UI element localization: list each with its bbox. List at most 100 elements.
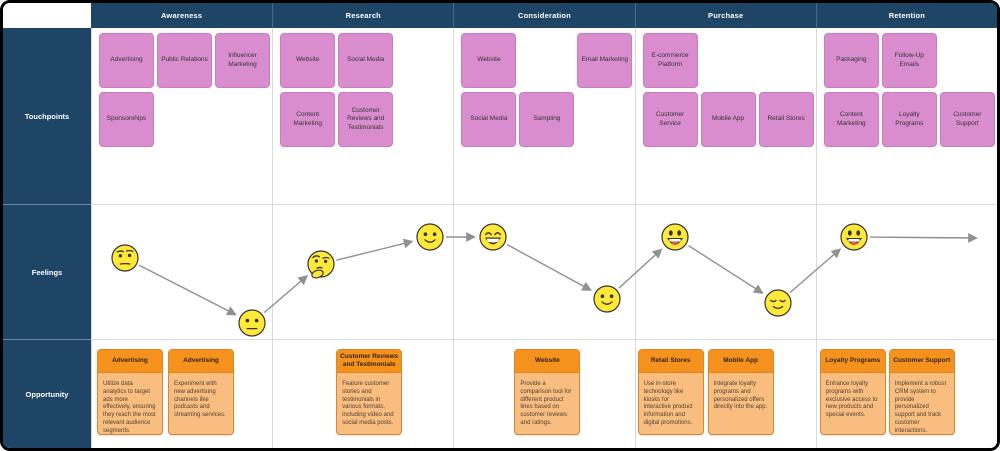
touchpoint-label: Social Media: [470, 115, 508, 123]
stage-header-purchase: Purchase: [634, 3, 816, 28]
row-label-text: Feelings: [31, 267, 63, 277]
touchpoint-label: Website: [296, 56, 320, 64]
touchpoint-label: Website: [477, 56, 501, 64]
touchpoint-card-website[interactable]: Website: [461, 33, 517, 88]
emoji-skeptical-icon[interactable]: [111, 244, 139, 272]
touchpoint-label: Retail Stores: [767, 115, 805, 123]
touchpoint-label: Loyalty Programs: [895, 111, 924, 127]
emoji-slight-smile-icon[interactable]: [593, 285, 621, 313]
touchpoint-label: Sponsorships: [106, 115, 147, 123]
touchpoint-label: Customer Reviews and Testimonials: [347, 107, 385, 131]
touchpoint-card-advertising[interactable]: Advertising: [99, 33, 154, 88]
opportunity-card-title: Retail Stores: [638, 350, 703, 373]
row-label-feelings: Feelings: [3, 204, 91, 339]
touchpoint-card-email-marketing[interactable]: Email Marketing: [577, 33, 633, 88]
touchpoint-label: E-commerce Platform: [651, 52, 689, 68]
emoji-relieved-icon[interactable]: [764, 289, 792, 317]
touchpoint-label: Content Marketing: [293, 111, 322, 127]
emoji-big-grin-icon[interactable]: [840, 223, 868, 251]
opportunity-card-body: Provide a comparison tool for different …: [520, 381, 572, 426]
opportunity-card-body: Feature customer stories and testimonial…: [342, 381, 394, 426]
touchpoint-label: Content Marketing: [837, 111, 866, 127]
row-label-text: Opportunity: [25, 389, 69, 399]
touchpoint-card-retail-stores[interactable]: Retail Stores: [758, 92, 814, 147]
touchpoint-label: Mobile App: [712, 115, 745, 123]
row-label-text: Touchpoints: [24, 111, 70, 121]
opportunity-card-body: Use in-store technology like kiosks for …: [643, 381, 693, 426]
touchpoint-card-content-marketing[interactable]: Content Marketing: [823, 92, 879, 147]
stage-header-label: Consideration: [517, 11, 571, 20]
touchpoint-card-mobile-app[interactable]: Mobile App: [700, 92, 756, 147]
emoji-neutral-icon[interactable]: [238, 309, 266, 337]
opportunity-card-body: Experiment with new advertising channels…: [174, 381, 226, 419]
touchpoint-card-sponsorships[interactable]: Sponsorships: [99, 92, 154, 147]
touchpoint-card-e-commerce-platform[interactable]: E-commerce Platform: [642, 33, 698, 88]
stage-header-label: Awareness: [160, 11, 203, 20]
stage-header-retention: Retention: [815, 3, 997, 28]
feelings-cell-purchase: [634, 204, 816, 339]
opportunity-card-body: Integrate loyalty programs and personali…: [713, 381, 768, 411]
touchpoint-label: Email Marketing: [581, 56, 629, 64]
opportunity-card-title: Website: [515, 350, 580, 373]
touchpoint-card-public-relations[interactable]: Public Relations: [157, 33, 212, 88]
touchpoint-card-follow-up-emails[interactable]: Follow-Up Emails: [881, 33, 937, 88]
touchpoint-label: Advertising: [110, 56, 143, 64]
opportunity-card-title: Loyalty Programs: [820, 350, 885, 373]
touchpoint-label: Public Relations: [161, 56, 208, 64]
stage-header-label: Purchase: [708, 11, 744, 20]
touchpoint-card-content-marketing[interactable]: Content Marketing: [280, 92, 336, 147]
touchpoint-card-website[interactable]: Website: [280, 33, 336, 88]
touchpoint-card-sampling[interactable]: Sampling: [519, 92, 575, 147]
touchpoint-card-customer-support[interactable]: Customer Support: [939, 92, 995, 147]
touchpoint-card-influencer-marketing[interactable]: Influencer Marketing: [215, 33, 270, 88]
opportunity-card-body: Utilize data analytics to target ads mor…: [103, 381, 156, 434]
touchpoint-card-social-media[interactable]: Social Media: [461, 92, 517, 147]
touchpoint-label: Sampling: [533, 115, 561, 123]
touchpoint-label: Customer Support: [953, 111, 982, 127]
touchpoints-cell-awareness: Advertising Public Relations Influencer Ma…: [91, 28, 273, 204]
stage-header-research: Research: [272, 3, 454, 28]
opportunity-card-title: Advertising: [169, 350, 233, 373]
touchpoint-card-customer-reviews-and-testimonials[interactable]: Customer Reviews and Testimonials: [338, 92, 394, 147]
touchpoint-label: Customer Service: [656, 111, 685, 127]
opportunity-card-body: Enhance loyalty programs with exclusive …: [825, 381, 878, 419]
touchpoint-card-customer-service[interactable]: Customer Service: [642, 92, 698, 147]
opportunity-card-title: Customer Reviews and Testimonials: [337, 350, 402, 373]
emoji-big-grin-icon[interactable]: [661, 223, 689, 251]
opportunity-card-body: Implement a robust CRM system to provide…: [894, 381, 947, 434]
touchpoint-label: Social Media: [347, 56, 385, 64]
stage-header-consideration: Consideration: [453, 3, 635, 28]
stage-header-label: Research: [345, 11, 381, 20]
touchpoint-label: Influencer Marketing: [228, 52, 257, 68]
touchpoint-card-packaging[interactable]: Packaging: [823, 33, 879, 88]
stage-header-label: Retention: [888, 11, 926, 20]
feelings-cell-consideration: [453, 204, 635, 339]
row-label-touchpoints: Touchpoints: [3, 28, 91, 204]
touchpoint-card-loyalty-programs[interactable]: Loyalty Programs: [881, 92, 937, 147]
opportunity-card-title: Customer Support: [889, 350, 954, 373]
row-label-opportunity: Opportunity: [3, 339, 91, 448]
emoji-grin-icon[interactable]: [479, 223, 507, 251]
touchpoint-card-social-media[interactable]: Social Media: [338, 33, 394, 88]
emoji-slight-smile-icon[interactable]: [416, 223, 444, 251]
corner-cell: [3, 3, 91, 28]
emoji-thinking-icon[interactable]: [307, 250, 335, 279]
